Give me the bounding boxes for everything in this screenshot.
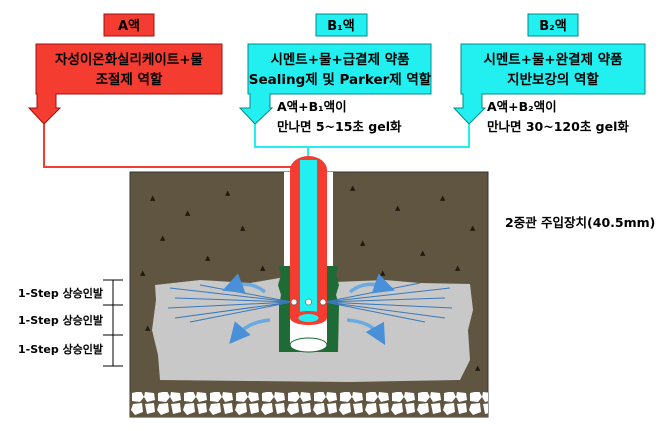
step-dimension <box>103 279 123 367</box>
svg-text:▲: ▲ <box>145 324 151 332</box>
svg-text:▲: ▲ <box>260 264 266 272</box>
svg-text:▲: ▲ <box>350 184 356 192</box>
step-label-3: 1-Step 상승인발 <box>18 342 103 356</box>
liquid-a-group: A액 자성이온화실리케이트+물 조절제 역할 <box>27 13 292 168</box>
svg-text:▲: ▲ <box>360 239 366 247</box>
svg-text:▲: ▲ <box>140 269 146 277</box>
liquid-a-tag-text: A액 <box>118 19 140 34</box>
svg-text:▲: ▲ <box>225 189 231 197</box>
liquid-b1-arrow-box <box>238 43 432 125</box>
liquid-b2-desc-2: 지반보강의 역할 <box>507 71 599 88</box>
liquid-b2-note-2: 만나면 30~120초 gel화 <box>487 119 629 134</box>
liquid-b1-tag <box>315 13 368 37</box>
inner-pipe <box>300 160 317 318</box>
liquid-b2-tag-text: B₂액 <box>539 19 567 34</box>
step-label-1: 1-Step 상승인발 <box>18 286 103 300</box>
svg-text:▲: ▲ <box>440 194 446 202</box>
liquid-a-tag <box>103 13 155 37</box>
svg-text:▲: ▲ <box>185 209 191 217</box>
liquid-b2-group: B₂액 시멘트+물+완결제 약품 지반보강의 역할 A액+B₂액이 만나면 30… <box>452 13 646 134</box>
liquid-a-desc-2: 조절제 역할 <box>96 71 163 88</box>
liquid-a-desc-1: 자성이온화실리케이트+물 <box>55 51 203 68</box>
liquid-a-arrow-box <box>27 43 223 125</box>
svg-text:▲: ▲ <box>395 204 401 212</box>
liquid-b2-desc-1: 시멘트+물+완결제 약품 <box>483 51 622 68</box>
svg-text:▲: ▲ <box>455 264 461 272</box>
liquid-b1-tag-text: B₁액 <box>327 19 355 34</box>
svg-text:▲: ▲ <box>470 224 476 232</box>
liquid-b2-arrow-box <box>452 43 646 125</box>
device-label: 2중관 주입장치(40.5mm) <box>505 215 655 230</box>
svg-text:▲: ▲ <box>475 364 481 372</box>
ground-section: ▲ ▲ ▲ ▲ ▲ ▲ ▲ ▲ ▲ ▲ ▲ ▲ ▲ ▲ ▲ ▲ ▲ ▲ <box>129 156 489 418</box>
gravel-layer <box>130 392 488 417</box>
injection-spray <box>167 282 453 323</box>
liquid-b1-note-1: A액+B₁액이 <box>277 99 347 114</box>
liquid-b1-note-2: 만나면 5~15초 gel화 <box>277 119 402 134</box>
soil-specks: ▲ ▲ ▲ ▲ ▲ ▲ ▲ ▲ ▲ ▲ ▲ ▲ ▲ ▲ ▲ ▲ ▲ ▲ <box>140 184 481 372</box>
step-label-2: 1-Step 상승인발 <box>18 313 103 327</box>
liquid-b2-note-1: A액+B₂액이 <box>487 99 557 114</box>
flow-arrows <box>222 273 395 346</box>
svg-text:▲: ▲ <box>420 249 426 257</box>
liquid-b1-desc-1: 시멘트+물+급결제 약품 <box>270 51 409 68</box>
liquid-a-line <box>43 124 292 168</box>
liquid-b2-tag <box>527 13 579 37</box>
svg-text:▲: ▲ <box>240 224 246 232</box>
svg-text:▲: ▲ <box>380 269 386 277</box>
svg-text:▲: ▲ <box>205 254 211 262</box>
liquid-b1-group: B₁액 시멘트+물+급결제 약품 Sealing제 및 Parker제 역할 A… <box>238 13 432 134</box>
svg-text:▲: ▲ <box>150 194 156 202</box>
double-pipe <box>289 156 328 353</box>
liquid-b1-desc-2: Sealing제 및 Parker제 역할 <box>249 71 432 88</box>
svg-text:▲: ▲ <box>160 234 166 242</box>
